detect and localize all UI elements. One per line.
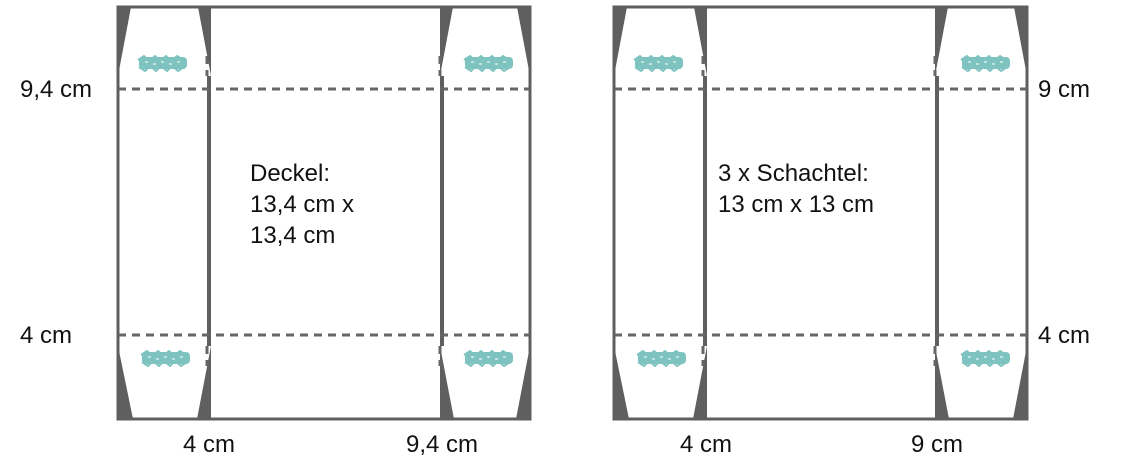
glue-scribble-icon bbox=[960, 55, 1010, 72]
lid-text-line: 13,4 cm x bbox=[250, 191, 355, 218]
glue-scribble-icon bbox=[636, 350, 686, 367]
box-label-top-fold: 9 cm bbox=[1038, 76, 1091, 103]
lid-wedge bbox=[198, 7, 211, 76]
lid-wedge bbox=[440, 7, 453, 76]
box-dimensions-text: 3 x Schachtel: 13 cm x 13 cm bbox=[718, 158, 874, 220]
box-wedge bbox=[1014, 7, 1027, 76]
box-label-right-fold: 9 cm bbox=[910, 431, 964, 458]
lid-text-line: 13,4 cm bbox=[250, 222, 336, 249]
box-wedge bbox=[693, 346, 707, 419]
box-separator bbox=[703, 76, 707, 346]
glue-scribble-icon bbox=[633, 55, 683, 72]
lid-wedge bbox=[197, 346, 211, 419]
lid-wedge bbox=[118, 7, 131, 76]
box-wedge bbox=[1013, 346, 1027, 419]
box-label-left-fold: 4 cm bbox=[679, 431, 733, 458]
lid-outline bbox=[116, 5, 532, 421]
box-outline bbox=[612, 5, 1029, 421]
lid-wedge bbox=[440, 346, 454, 419]
box-wedge bbox=[614, 7, 627, 76]
lid-label-top-fold: 9,4 cm bbox=[20, 76, 93, 103]
lid-label-left-fold: 4 cm bbox=[182, 431, 236, 458]
glue-scribble-icon bbox=[463, 55, 513, 72]
glue-scribble-icon bbox=[960, 350, 1010, 367]
glue-marks bbox=[137, 55, 1010, 367]
lid-separator bbox=[440, 76, 444, 346]
lid-dimensions-text: Deckel: 13,4 cm x 13,4 cm bbox=[250, 158, 354, 251]
lid-label-right-fold: 9,4 cm bbox=[405, 431, 479, 458]
lid-label-bottom-fold: 4 cm bbox=[20, 322, 73, 349]
box-wedge bbox=[935, 7, 948, 76]
box-text-line: 3 x Schachtel: bbox=[718, 160, 869, 187]
box-wedge bbox=[614, 346, 629, 419]
glue-scribble-icon bbox=[463, 350, 513, 367]
lid-wedge bbox=[118, 346, 133, 419]
box-wedge bbox=[694, 7, 707, 76]
box-wedge bbox=[935, 346, 949, 419]
box-separator bbox=[935, 76, 939, 346]
lid-template bbox=[116, 5, 532, 421]
lid-wedge bbox=[516, 346, 530, 419]
box-template bbox=[612, 5, 1029, 421]
glue-scribble-icon bbox=[137, 55, 187, 72]
glue-scribble-icon bbox=[140, 350, 190, 367]
box-text-line: 13 cm x 13 cm bbox=[718, 191, 875, 218]
box-label-bottom-fold: 4 cm bbox=[1038, 322, 1091, 349]
lid-separator bbox=[207, 76, 211, 346]
lid-wedge bbox=[517, 7, 530, 76]
lid-text-line: Deckel: bbox=[250, 160, 331, 187]
